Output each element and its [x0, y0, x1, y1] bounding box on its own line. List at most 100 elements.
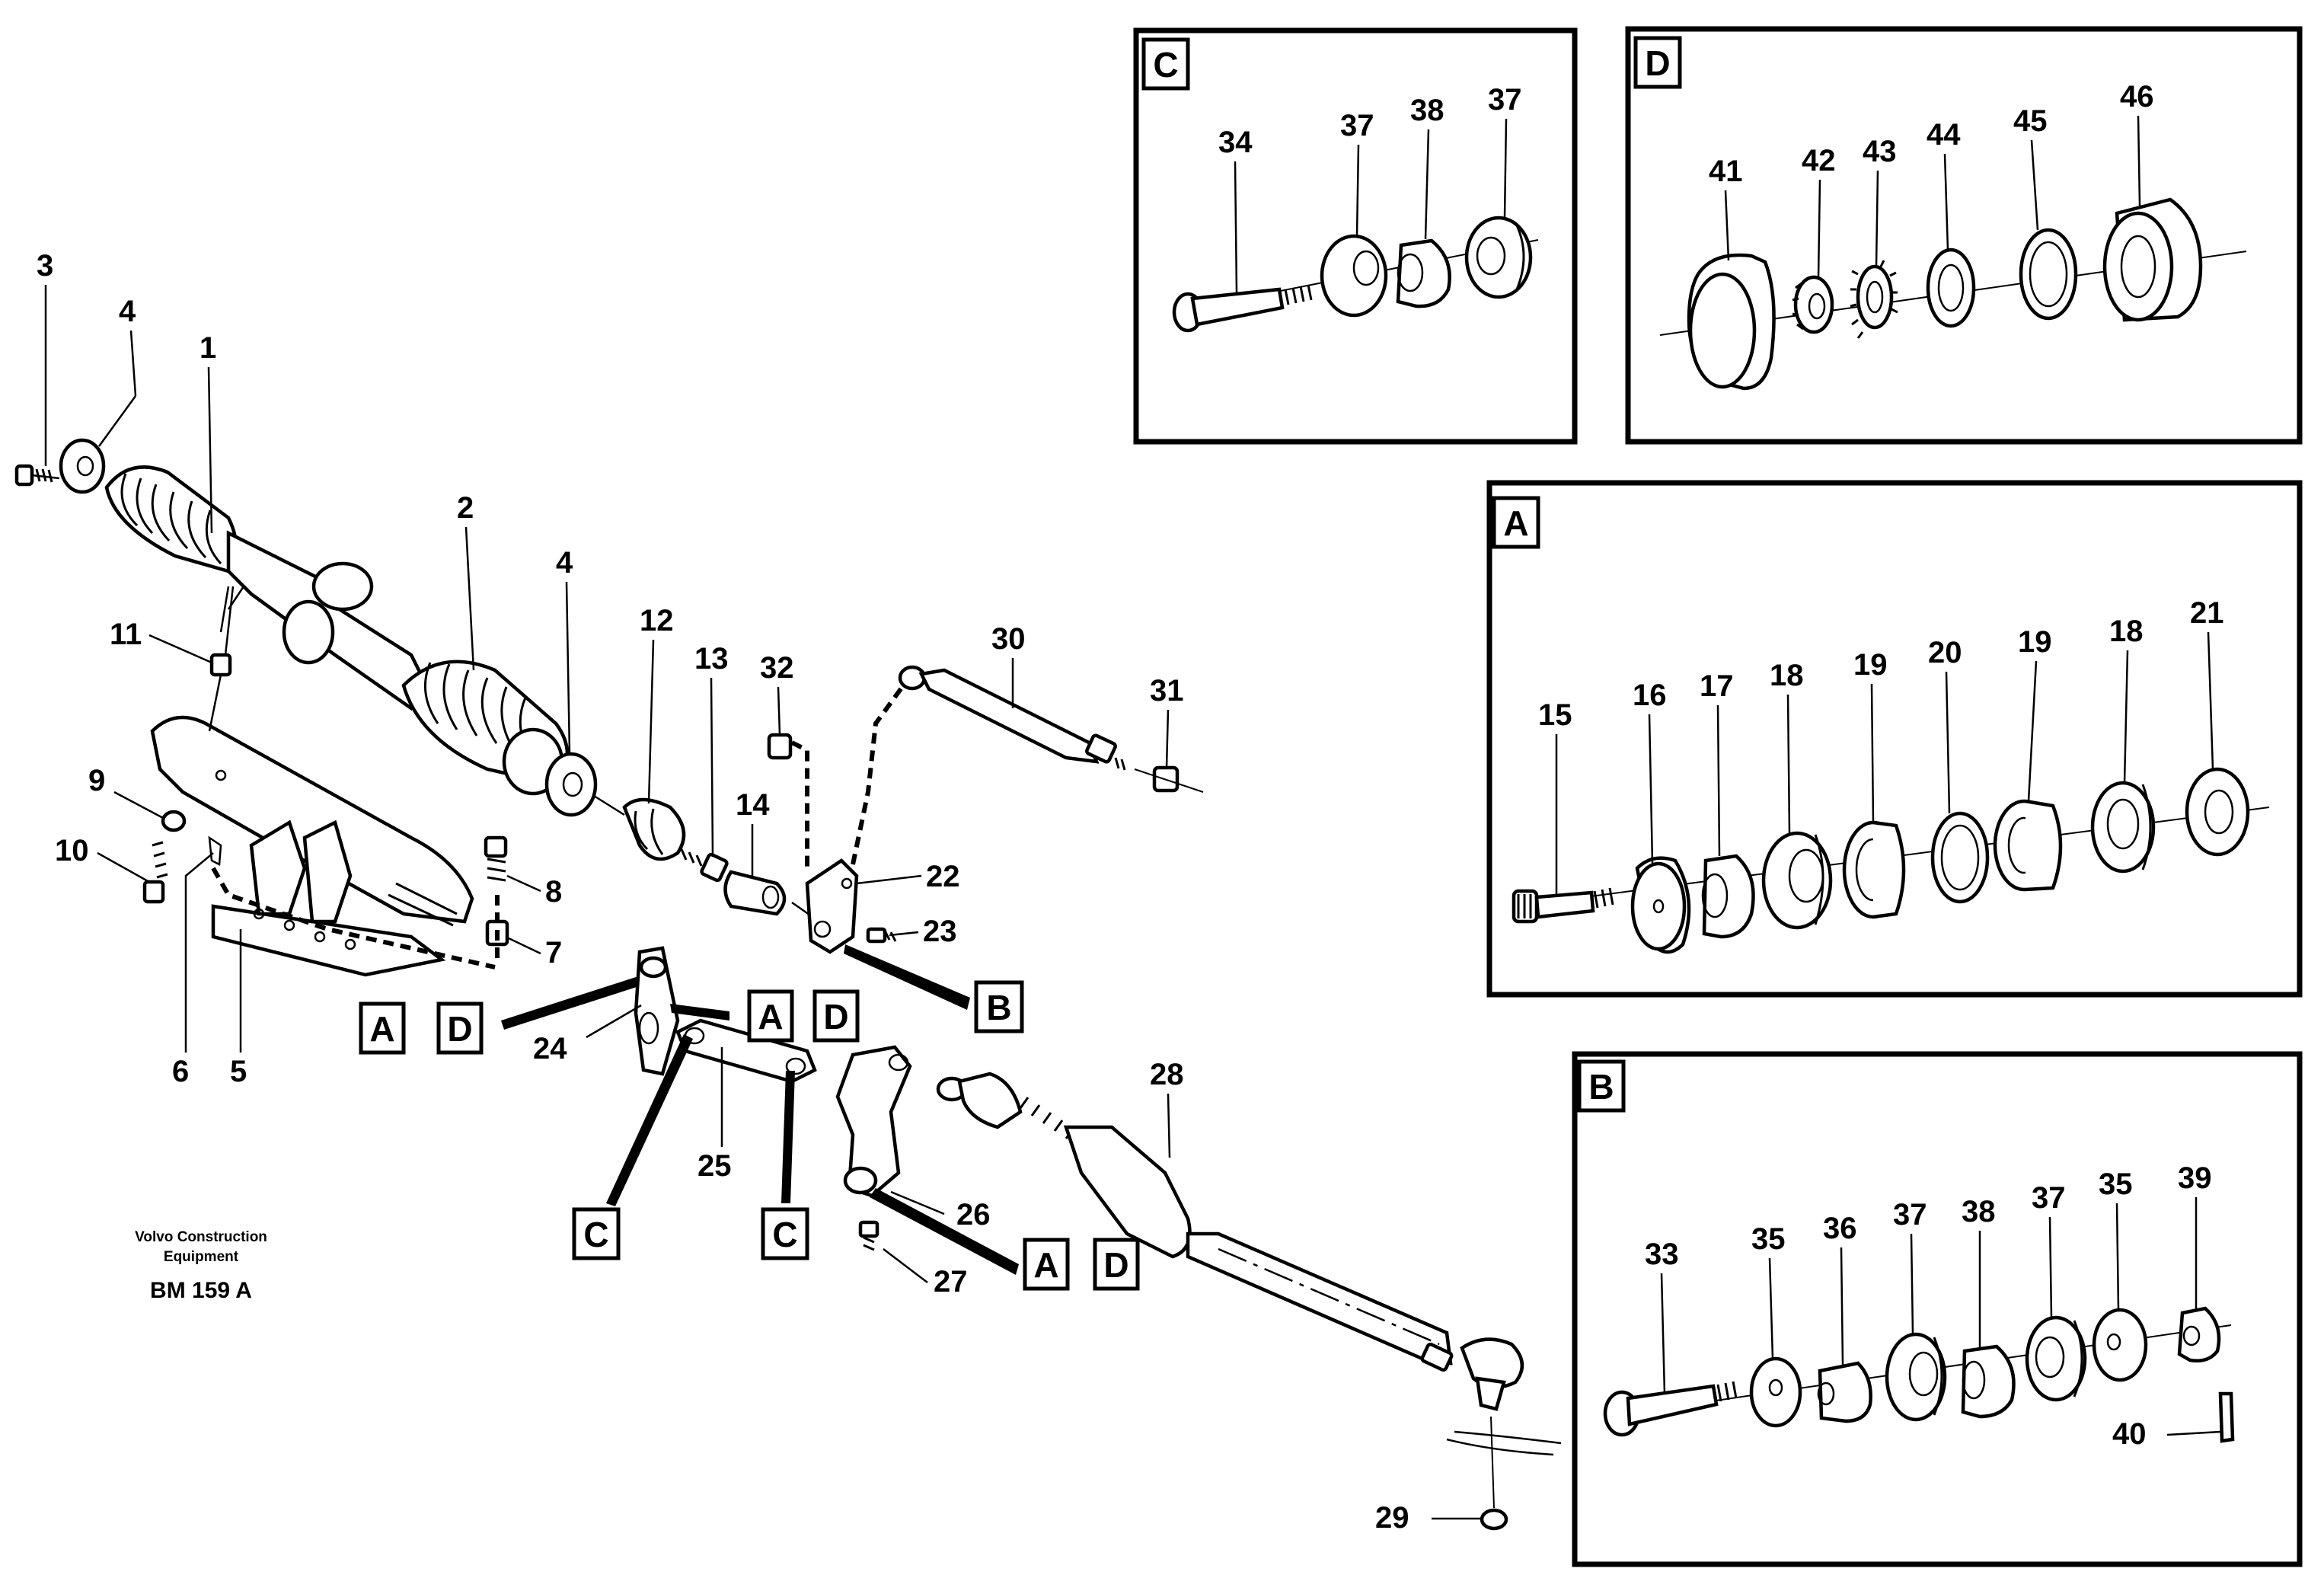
ref-24-d: D	[447, 1009, 472, 1049]
callout-19-a2: 19	[2018, 625, 2052, 659]
callout-26: 26	[956, 1198, 991, 1231]
callout-18-a1: 18	[1770, 659, 1804, 692]
callout-9: 9	[88, 764, 105, 797]
part-32-nut	[767, 733, 793, 760]
detail-panel-c: C 34 37 38 37	[1133, 27, 1578, 445]
panel-c-label: C	[1153, 45, 1178, 85]
reference-boxes: A D A D B C C A D	[359, 944, 1140, 1291]
callout-35-b1: 35	[1751, 1222, 1786, 1256]
ref-24r-d: D	[823, 997, 848, 1037]
callout-37-b1: 37	[1893, 1198, 1927, 1231]
ref-22-b: B	[986, 988, 1011, 1027]
panel-a-label: A	[1503, 503, 1528, 543]
callout-6: 6	[172, 1055, 189, 1088]
callout-14: 14	[736, 788, 770, 822]
callout-44: 44	[1927, 118, 1961, 152]
part-11-bushing	[208, 586, 235, 732]
callout-28: 28	[1150, 1058, 1184, 1091]
callout-37-b2: 37	[2032, 1181, 2066, 1215]
part-4-washer-right	[544, 752, 598, 817]
part-24-link-plate	[634, 946, 680, 1076]
callout-38-b: 38	[1962, 1195, 1996, 1228]
callout-13: 13	[694, 642, 729, 676]
ref-26-a: A	[1033, 1245, 1058, 1285]
main-assembly	[14, 438, 1562, 1531]
panel-b-label: B	[1588, 1067, 1614, 1107]
ref-25l-c: C	[583, 1215, 608, 1254]
part-28-steering-cylinder	[936, 1072, 1524, 1411]
callout-19-a1: 19	[1853, 648, 1888, 682]
detail-panel-a: A 15 16	[1486, 480, 2303, 998]
callout-31: 31	[1150, 674, 1184, 708]
callout-46: 46	[2120, 80, 2154, 113]
callout-42: 42	[1802, 144, 1836, 177]
callout-41: 41	[1709, 155, 1743, 188]
part-9-washer	[161, 810, 187, 832]
callout-37-c2: 37	[1488, 83, 1522, 117]
callout-32: 32	[760, 651, 794, 685]
callout-17: 17	[1700, 669, 1734, 703]
part-12-boot	[593, 794, 686, 861]
callout-38-c: 38	[1410, 94, 1445, 127]
callout-23: 23	[923, 915, 957, 948]
part-steering-rack-housing	[219, 530, 429, 711]
ref-25r-c: C	[772, 1215, 797, 1254]
part-6-pin	[208, 835, 222, 866]
part-13-nut	[680, 848, 729, 883]
callout-27: 27	[934, 1265, 968, 1298]
callout-3: 3	[37, 249, 53, 283]
callout-21: 21	[2190, 596, 2224, 630]
callout-4: 4	[119, 295, 136, 328]
ref-24r-a: A	[758, 997, 783, 1037]
callout-29: 29	[1375, 1501, 1409, 1535]
callout-37-c1: 37	[1340, 109, 1374, 142]
callout-11: 11	[110, 618, 142, 651]
callout-24: 24	[533, 1032, 567, 1065]
panel-d-label: D	[1645, 43, 1670, 83]
part-27-grease-nipple	[858, 1220, 879, 1251]
callout-7: 7	[545, 936, 562, 969]
callout-12: 12	[640, 604, 674, 637]
part-5-base-bracket	[150, 715, 474, 977]
part-22-steering-arm	[805, 858, 859, 954]
callout-18-a2: 18	[2109, 615, 2144, 648]
callout-16: 16	[1633, 679, 1667, 712]
part-23-grease-nipple	[866, 927, 897, 944]
part-1-bellows	[104, 465, 238, 573]
callout-34: 34	[1218, 126, 1253, 159]
callout-43: 43	[1863, 135, 1897, 168]
publisher-name: Volvo Construction	[135, 1229, 267, 1245]
callout-4-right: 4	[556, 546, 573, 580]
publisher-name-line2: Equipment	[164, 1249, 239, 1265]
callout-22: 22	[926, 860, 960, 893]
callout-45: 45	[2013, 104, 2048, 138]
callout-39: 39	[2178, 1161, 2212, 1195]
callout-15: 15	[1538, 698, 1572, 732]
callout-30: 30	[991, 622, 1026, 656]
part-4-washer	[59, 438, 106, 494]
ref-24-a: A	[369, 1009, 394, 1049]
part-8-bolt	[484, 835, 508, 882]
callout-1: 1	[200, 331, 216, 365]
publisher-credit: Volvo Construction Equipment BM 159 A	[135, 1229, 267, 1303]
detail-panel-b: B 33 35 36 37	[1572, 1051, 2303, 1567]
main-callouts: 3 4 1 2 4 12 13 32 14 30 31 11 9 10 22 2…	[37, 249, 1480, 1535]
part-2-bellows	[401, 660, 570, 796]
callout-5: 5	[230, 1055, 247, 1088]
callout-8: 8	[545, 875, 562, 909]
ref-26-d: D	[1103, 1245, 1128, 1285]
callout-40: 40	[2112, 1417, 2147, 1451]
callout-33: 33	[1645, 1238, 1679, 1271]
detail-panel-d: D 41 42 43 44 45 46	[1625, 26, 2303, 445]
part-29-nut	[1446, 1416, 1562, 1531]
callout-35-b2: 35	[2099, 1168, 2133, 1201]
callout-25: 25	[698, 1149, 732, 1183]
callout-36: 36	[1823, 1212, 1857, 1245]
callout-2: 2	[457, 491, 474, 525]
part-30-tie-rod	[898, 665, 1126, 771]
callout-20: 20	[1928, 636, 1962, 669]
part-26-steering-lever	[835, 1045, 912, 1198]
part-3-screw	[14, 464, 60, 487]
part-10-bolt	[142, 841, 168, 904]
